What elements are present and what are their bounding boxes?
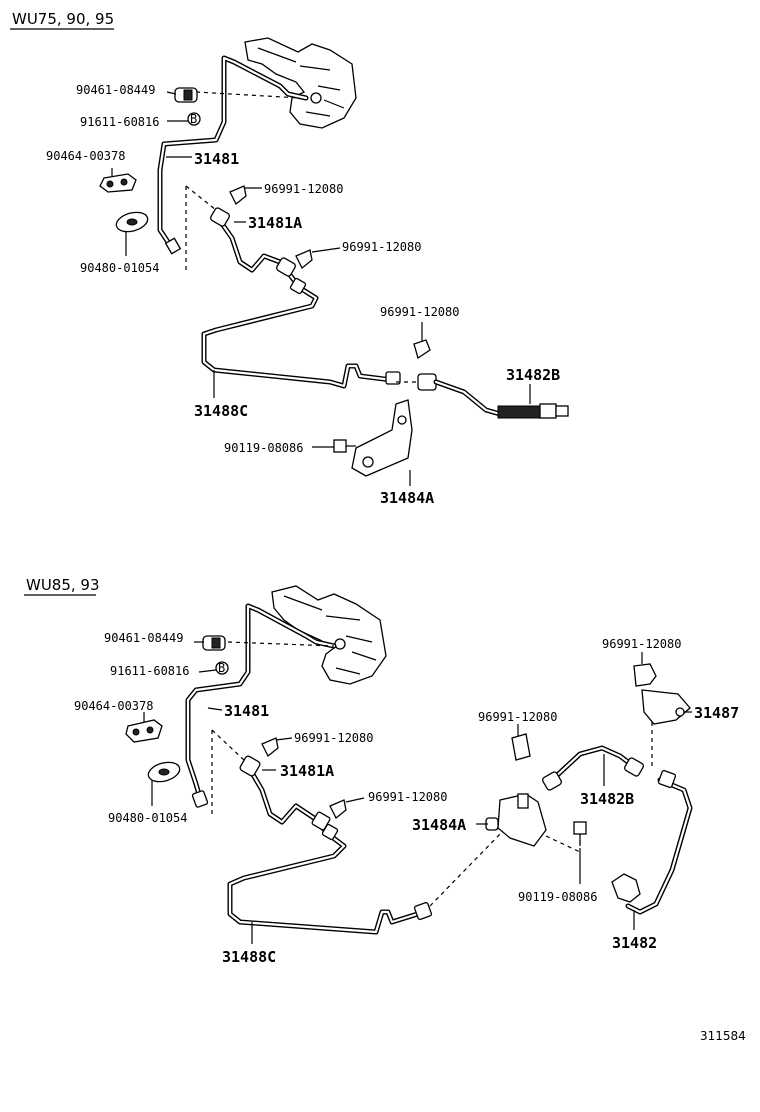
pipe-31482 <box>611 769 693 915</box>
label-91611: 91611-60816 <box>110 664 189 678</box>
label-31484A: 31484A <box>380 489 434 507</box>
pipe-31481A <box>201 207 401 389</box>
bracket-31487 <box>641 689 691 725</box>
label-31484A: 31484A <box>412 816 466 834</box>
label-96991-b: 96991-12080 <box>342 240 421 254</box>
plug-91611: B <box>215 661 229 675</box>
label-31482: 31482 <box>612 934 657 952</box>
label-31488C: 31488C <box>222 948 276 966</box>
label-31481A: 31481A <box>248 214 302 232</box>
pipe-31481 <box>185 603 337 808</box>
bolt-90119 <box>333 439 356 453</box>
leader-dash <box>429 831 503 907</box>
clip-96991-b <box>295 249 313 270</box>
union-90461 <box>202 635 226 651</box>
label-96991-c: 96991-12080 <box>380 305 459 319</box>
label-31482B: 31482B <box>580 790 634 808</box>
label-90461: 90461-08449 <box>76 83 155 97</box>
pipe-31481A <box>227 755 433 935</box>
label-31481: 31481 <box>224 702 269 720</box>
clip-96991-a <box>229 185 247 206</box>
hose-31482B <box>417 373 569 419</box>
label-90461: 90461-08449 <box>104 631 183 645</box>
label-96991-f: 96991-12080 <box>294 731 373 745</box>
plug-91611: B <box>187 112 201 126</box>
label-90480: 90480-01054 <box>108 811 187 825</box>
leader <box>311 247 341 253</box>
diagram-id: 311584 <box>700 1029 746 1043</box>
leader <box>345 797 365 803</box>
label-96991-e: 96991-12080 <box>478 710 557 724</box>
label-91611: 91611-60816 <box>80 115 159 129</box>
label-31481A: 31481A <box>280 762 334 780</box>
master-cylinder <box>244 37 357 129</box>
leader-dash <box>545 835 581 853</box>
clip-96991-d <box>633 663 657 687</box>
leader-dash <box>195 91 301 99</box>
section-title: WU85, 93 <box>26 576 100 594</box>
bracket-31484A <box>351 399 413 477</box>
label-90480: 90480-01054 <box>80 261 159 275</box>
grommet-90480 <box>147 761 181 783</box>
hose-31482B <box>542 745 644 791</box>
bolt-marker: B <box>218 661 225 675</box>
clip-96991-c <box>413 339 431 360</box>
label-96991-a: 96991-12080 <box>264 182 343 196</box>
leader-dash <box>185 185 217 211</box>
label-31482B: 31482B <box>506 366 560 384</box>
leader-dash <box>227 641 335 647</box>
label-31488C: 31488C <box>194 402 248 420</box>
label-90119: 90119-08086 <box>518 890 597 904</box>
label-90464: 90464-00378 <box>46 149 125 163</box>
union-90461 <box>174 87 198 103</box>
bolt-marker: B <box>190 112 197 126</box>
label-31487: 31487 <box>694 704 739 722</box>
label-90464: 90464-00378 <box>74 699 153 713</box>
leader <box>198 669 217 673</box>
master-cylinder <box>271 585 387 685</box>
leader <box>207 707 223 711</box>
bracket-31484A <box>485 793 547 847</box>
clip-96991-g <box>329 799 347 820</box>
bolt-90119 <box>573 821 587 846</box>
section-wu75: WU75, 90, 95 <box>10 10 569 507</box>
leader <box>275 737 293 741</box>
clip-96991-e <box>511 733 531 761</box>
section-wu85: WU85, 93 <box>24 576 739 966</box>
section-title: WU75, 90, 95 <box>12 10 114 28</box>
clip-96991-f <box>261 737 279 758</box>
label-31481: 31481 <box>194 150 239 168</box>
grommet-90480 <box>115 211 149 233</box>
leader-dash <box>211 729 245 761</box>
pipe-31481 <box>157 55 309 255</box>
label-90119: 90119-08086 <box>224 441 303 455</box>
clip-90464 <box>99 173 137 193</box>
label-96991-g: 96991-12080 <box>368 790 447 804</box>
leader <box>166 91 177 95</box>
label-96991-d: 96991-12080 <box>602 637 681 651</box>
clip-90464 <box>125 719 163 743</box>
